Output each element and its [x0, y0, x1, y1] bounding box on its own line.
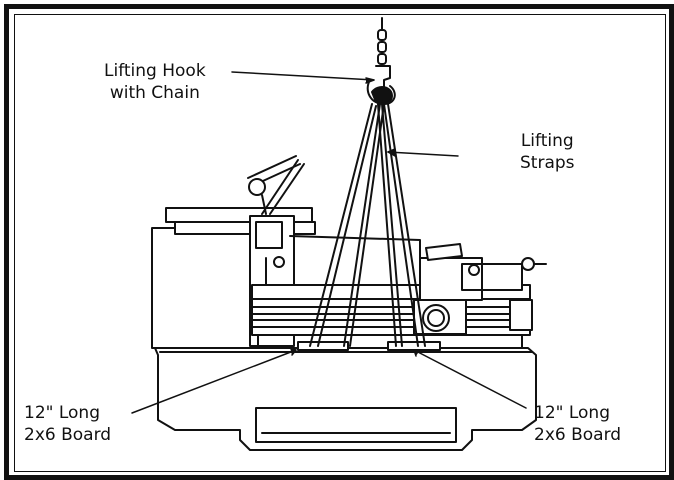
straps-label-line2: Straps	[520, 153, 575, 173]
control-arm	[247, 155, 305, 215]
lifting-straps	[309, 103, 426, 347]
board-right-label: 12" Long 2x6 Board	[534, 402, 621, 446]
board-left-label-line2: 2x6 Board	[24, 425, 112, 445]
straps-label: Lifting Straps	[520, 130, 575, 174]
boards	[297, 341, 441, 351]
hook-label: Lifting Hook with Chain	[104, 60, 206, 104]
straps-label-line1: Lifting	[520, 131, 574, 151]
lathe-base	[154, 347, 537, 451]
hook-label-line1: Lifting Hook	[104, 61, 206, 81]
leader-lines	[131, 71, 527, 414]
board-left-label-line1: 12" Long	[24, 403, 100, 423]
board-right-label-line1: 12" Long	[534, 403, 610, 423]
hook-label-line2: with Chain	[109, 83, 200, 103]
carriage-assembly	[413, 243, 547, 335]
board-right-label-line2: 2x6 Board	[534, 425, 622, 445]
lathe-body	[151, 207, 531, 349]
lifting-hook	[366, 17, 396, 105]
board-left-label: 12" Long 2x6 Board	[24, 402, 111, 446]
figure-inner-border	[14, 14, 666, 472]
